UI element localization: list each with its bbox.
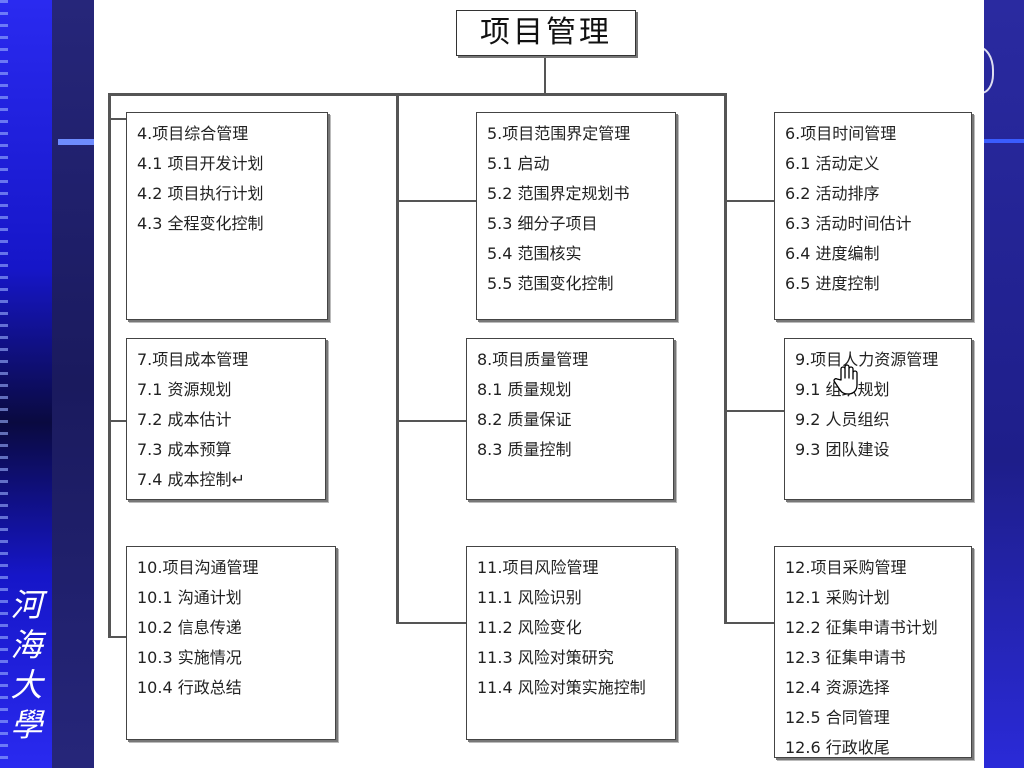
box-item: 5.3 细分子项目 [487,214,598,233]
center-trunk-line [396,93,399,623]
box-item: 12.5 合同管理 [785,708,890,727]
box-item: 7.3 成本预算 [137,440,232,459]
box-title: 9.项目人力资源管理 [795,350,939,369]
slide-canvas: 项目管理 4.项目综合管理 4.1 项目开发计划 4.2 项目执行计划 4.3 … [94,0,984,768]
box-item: 11.4 风险对策实施控制 [477,678,646,697]
box-item: 9.3 团队建设 [795,440,890,459]
right-accent-line [984,139,1024,143]
box-title: 7.项目成本管理 [137,350,249,369]
box-title: 6.项目时间管理 [785,124,897,143]
branch-line [724,410,784,412]
box-item: 6.1 活动定义 [785,154,880,173]
box-item: 10.2 信息传递 [137,618,242,637]
box-risk-management: 11.项目风险管理 11.1 风险识别 11.2 风险变化 11.3 风险对策研… [466,546,676,740]
box-item: 9.2 人员组织 [795,410,890,429]
box-item: 4.3 全程变化控制 [137,214,264,233]
box-item: 11.1 风险识别 [477,588,582,607]
box-item: 7.2 成本估计 [137,410,232,429]
branch-line [108,636,126,638]
box-quality-management: 8.项目质量管理 8.1 质量规划 8.2 质量保证 8.3 质量控制 [466,338,674,500]
box-item: 11.2 风险变化 [477,618,582,637]
left-dark-band [52,0,94,768]
box-item: 5.2 范围界定规划书 [487,184,630,203]
root-connector [544,56,546,94]
box-title: 12.项目采购管理 [785,558,907,577]
box-item: 10.1 沟通计划 [137,588,242,607]
box-title: 4.项目综合管理 [137,124,249,143]
branch-line [108,420,126,422]
box-item: 6.3 活动时间估计 [785,214,912,233]
branch-line [396,200,476,202]
box-scope-management: 5.项目范围界定管理 5.1 启动 5.2 范围界定规划书 5.3 细分子项目 … [476,112,676,320]
box-item: 12.6 行政收尾 [785,738,890,757]
box-item: 9.1 组织规划 [795,380,890,399]
branch-line [396,622,466,624]
top-bus-line [108,93,726,96]
box-item: 12.4 资源选择 [785,678,890,697]
box-procurement-management: 12.项目采购管理 12.1 采购计划 12.2 征集申请书计划 12.3 征集… [774,546,972,758]
box-communication-management: 10.项目沟通管理 10.1 沟通计划 10.2 信息传递 10.3 实施情况 … [126,546,336,740]
box-item: 4.2 项目执行计划 [137,184,264,203]
branch-line [396,420,466,422]
right-dark-band [984,0,1024,768]
box-item: 6.2 活动排序 [785,184,880,203]
root-node-title: 项目管理 [456,10,636,56]
branch-line [724,622,774,624]
box-item: 6.5 进度控制 [785,274,880,293]
box-item: 8.2 质量保证 [477,410,572,429]
box-item: 7.4 成本控制↵ [137,470,245,489]
box-item: 7.1 资源规划 [137,380,232,399]
box-item: 10.4 行政总结 [137,678,242,697]
box-item: 8.1 质量规划 [477,380,572,399]
box-item: 6.4 进度编制 [785,244,880,263]
left-decorative-strip [0,0,52,768]
box-item: 10.3 实施情况 [137,648,242,667]
left-dot-pattern [0,0,8,768]
box-item: 12.3 征集申请书 [785,648,906,667]
left-accent-line [58,139,94,145]
box-title: 5.项目范围界定管理 [487,124,631,143]
box-time-management: 6.项目时间管理 6.1 活动定义 6.2 活动排序 6.3 活动时间估计 6.… [774,112,972,320]
box-item: 5.4 范围核实 [487,244,582,263]
box-human-resource-management: 9.项目人力资源管理 9.1 组织规划 9.2 人员组织 9.3 团队建设 [784,338,972,500]
left-trunk-line [108,93,111,638]
hand-pointer-icon [833,364,858,395]
box-cost-management: 7.项目成本管理 7.1 资源规划 7.2 成本估计 7.3 成本预算 7.4 … [126,338,326,500]
box-integration-management: 4.项目综合管理 4.1 项目开发计划 4.2 项目执行计划 4.3 全程变化控… [126,112,328,320]
box-item: 12.1 采购计划 [785,588,890,607]
box-item: 8.3 质量控制 [477,440,572,459]
box-item: 12.2 征集申请书计划 [785,618,938,637]
box-item: 4.1 项目开发计划 [137,154,264,173]
box-item: 5.5 范围变化控制 [487,274,614,293]
branch-line [108,118,126,120]
box-title: 11.项目风险管理 [477,558,599,577]
school-name: 河海大學 [10,586,44,744]
box-title: 10.项目沟通管理 [137,558,259,577]
box-title: 8.项目质量管理 [477,350,589,369]
box-item: 5.1 启动 [487,154,550,173]
branch-line [724,200,774,202]
box-item: 11.3 风险对策研究 [477,648,614,667]
right-trunk-line [724,93,727,623]
